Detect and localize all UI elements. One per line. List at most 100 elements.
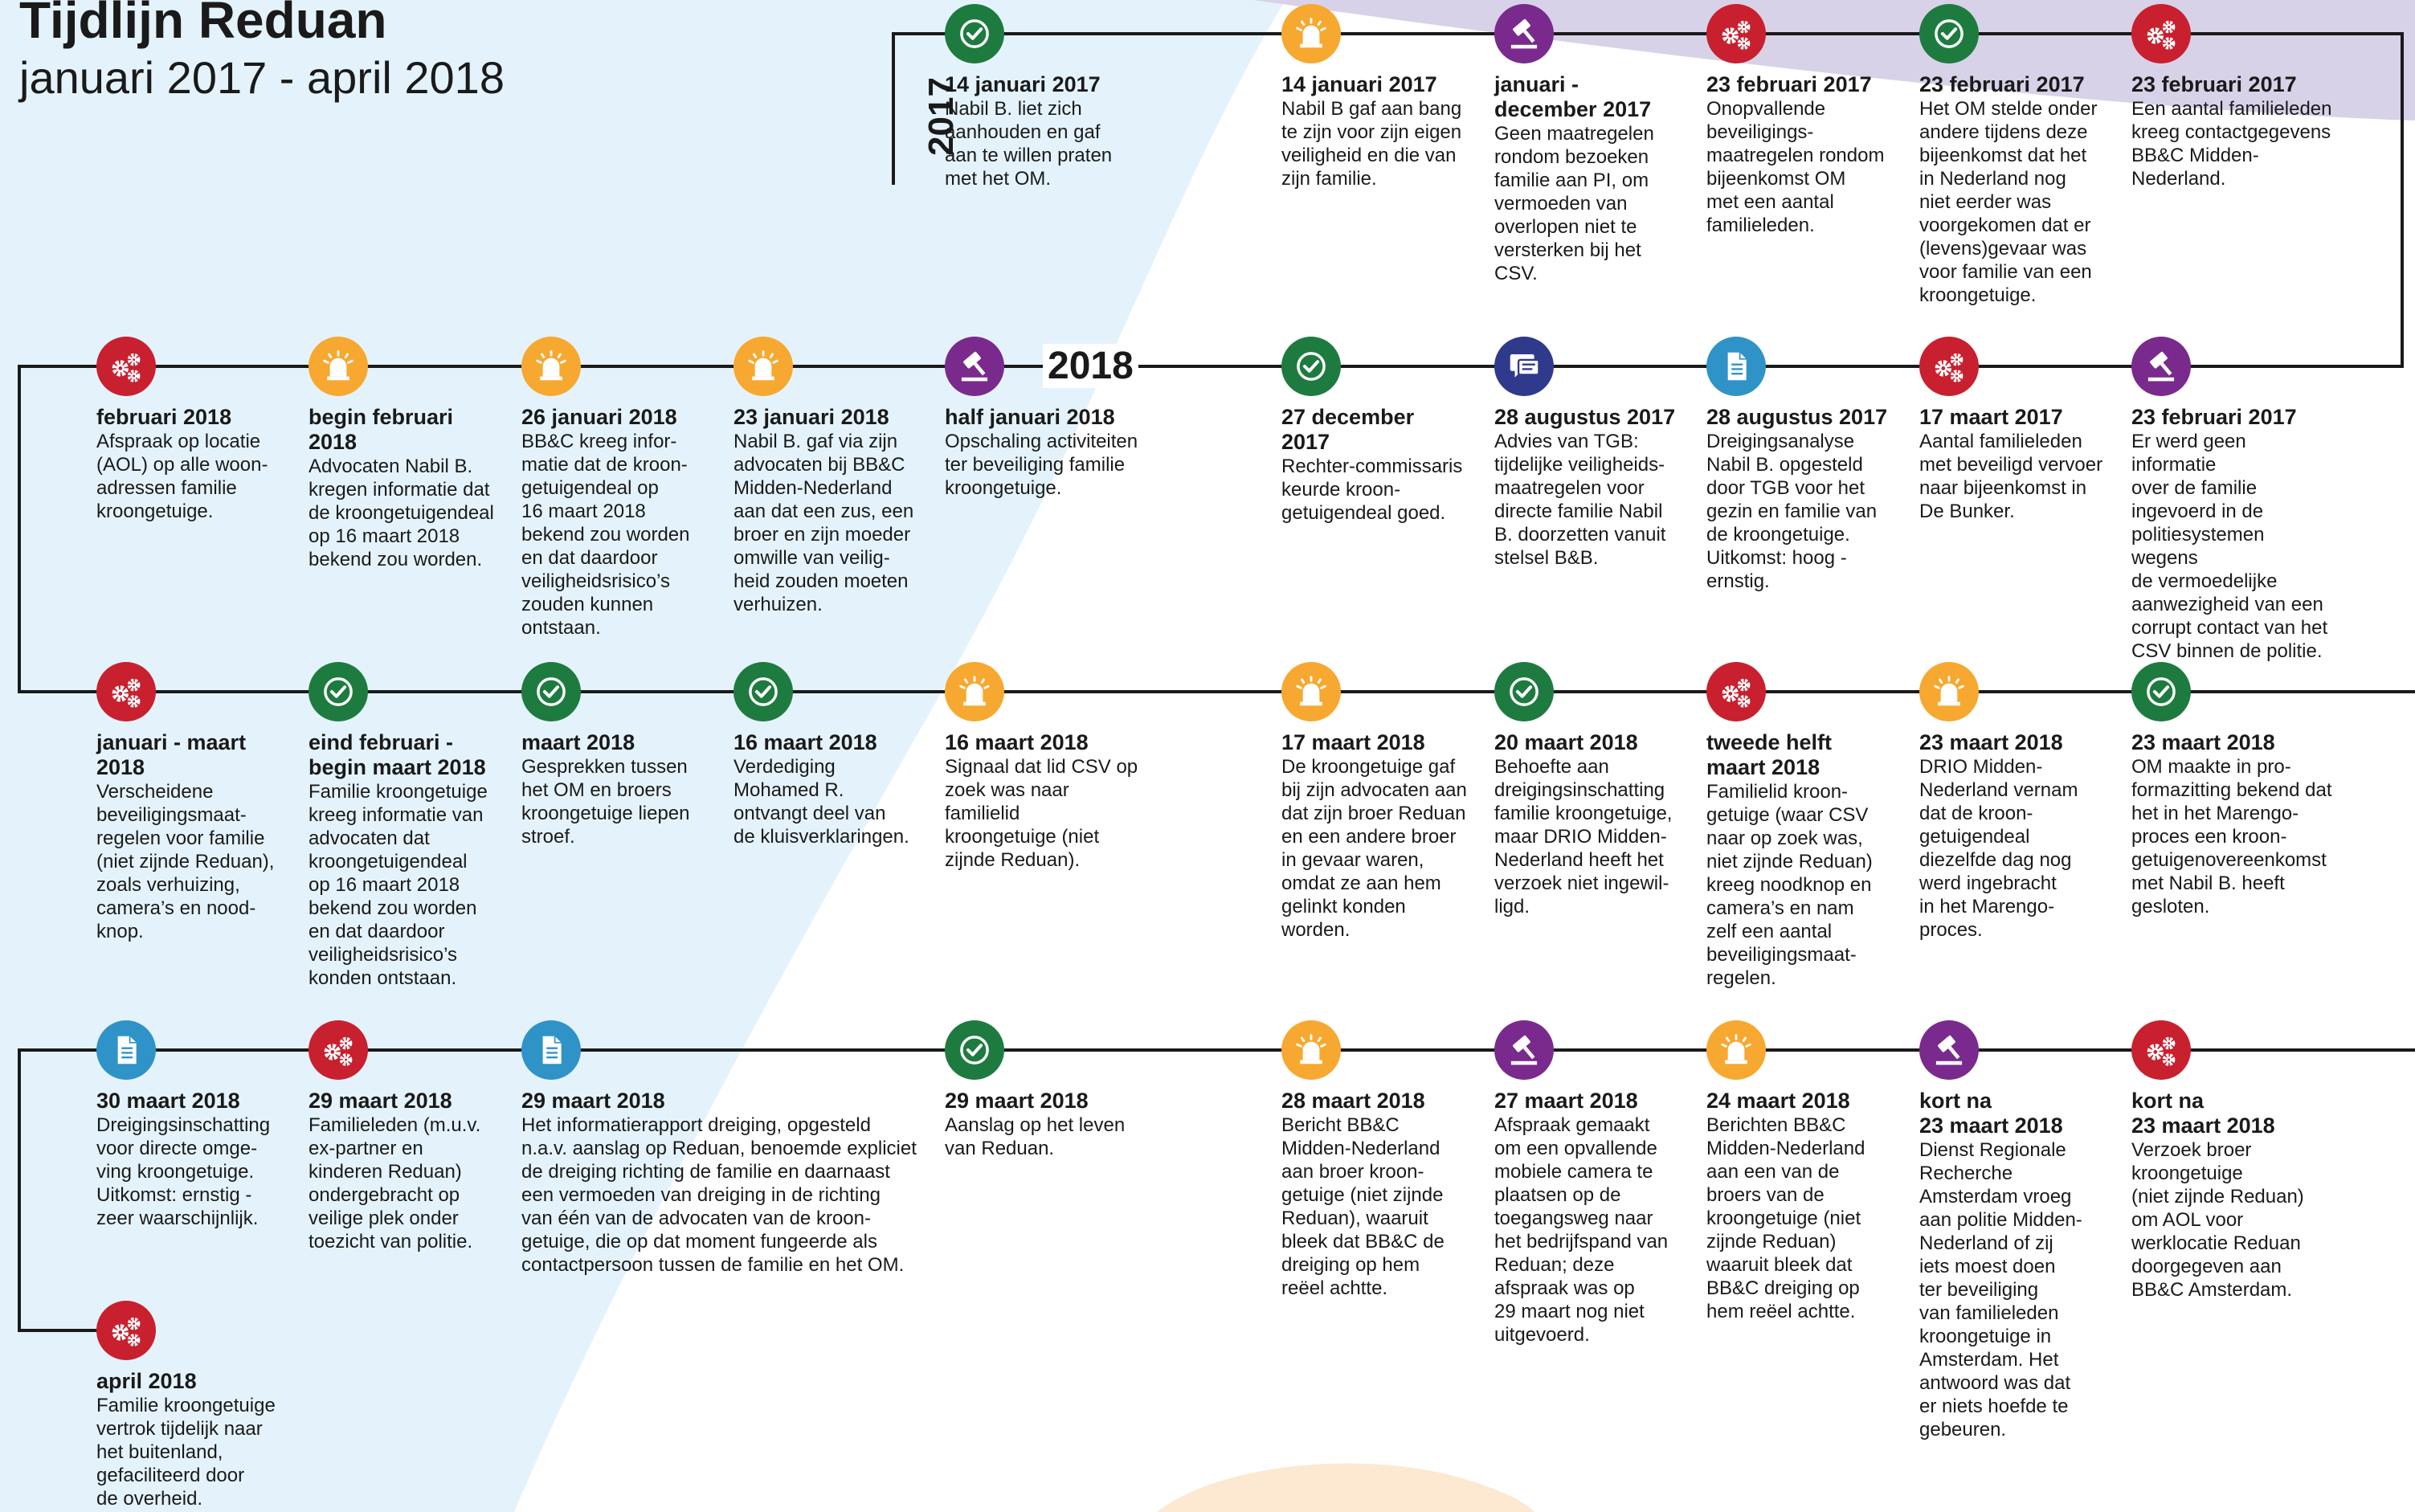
event-description: Nabil B. gaf via zijn advocaten bij BB&C… <box>733 431 914 615</box>
year-label-2018: 2018 <box>1043 344 1138 388</box>
event-date: april 2018 <box>96 1369 197 1393</box>
event-description: Aanslag op het leven van Reduan. <box>945 1114 1126 1159</box>
event-date: 27 december 2017 <box>1281 405 1415 454</box>
event-date: 24 maart 2018 <box>1706 1089 1850 1113</box>
event-date: eind februari - begin maart 2018 <box>309 730 486 779</box>
check-icon <box>1919 4 1979 63</box>
event-date: maart 2018 <box>521 730 635 754</box>
event-description: OM maakte in pro- formazitting bekend da… <box>2131 756 2332 917</box>
event-date: 30 maart 2018 <box>96 1089 240 1113</box>
event-description: Bericht BB&C Midden-Nederland aan broer … <box>1281 1114 1445 1299</box>
chat-icon <box>1494 337 1554 396</box>
event-date: 16 maart 2018 <box>945 730 1089 754</box>
alarm-icon <box>945 662 1004 721</box>
event-description: Geen maatregelen rondom bezoeken familie… <box>1494 123 1654 284</box>
document-icon <box>521 1020 581 1080</box>
check-icon <box>1494 662 1554 721</box>
event-date: 29 maart 2018 <box>521 1089 665 1113</box>
event-description: Verdediging Mohamed R. ontvangt deel van… <box>733 756 909 848</box>
event-description: Afspraak op locatie (AOL) op alle woon- … <box>96 431 268 522</box>
event-description: Opschaling activiteiten ter beveiliging … <box>945 431 1138 499</box>
event-date: januari - maart 2018 <box>96 730 247 779</box>
event-description: Afspraak gemaakt om een opvallende mobie… <box>1494 1114 1669 1346</box>
event-description: Advies van TGB: tijdelijke veiligheids- … <box>1494 431 1666 569</box>
alarm-icon <box>521 337 581 396</box>
gear-icon <box>96 337 156 396</box>
event-date: januari - december 2017 <box>1494 72 1652 121</box>
event-date: 16 maart 2018 <box>733 730 877 754</box>
event-date: tweede helft maart 2018 <box>1706 730 1833 779</box>
alarm-icon <box>1919 662 1979 721</box>
gear-icon <box>2131 1020 2191 1080</box>
gear-icon <box>1706 4 1766 63</box>
event-date: 23 maart 2018 <box>2131 730 2275 754</box>
event-description: Dreigingsinschatting voor directe omge- … <box>96 1114 271 1229</box>
event-date: 29 maart 2018 <box>945 1089 1089 1113</box>
event-description: De kroongetuige gaf bij zijn advocaten a… <box>1281 756 1467 941</box>
check-icon <box>733 662 793 721</box>
event-date: 17 maart 2018 <box>1281 730 1425 754</box>
event-description: Verscheidene beveiligingsmaat- regelen v… <box>96 781 275 942</box>
event-description: Er werd geen informatie over de familie … <box>2131 431 2328 662</box>
event-description: Onopvallende beveiligings- maatregelen r… <box>1706 98 1885 236</box>
alarm-icon <box>1281 1020 1341 1080</box>
event-date: 28 augustus 2017 <box>1706 405 1888 429</box>
event-date: 23 februari 2017 <box>1919 72 2085 96</box>
event-description: BB&C kreeg infor- matie dat de kroon- ge… <box>521 431 690 639</box>
event-description: Berichten BB&C Midden-Nederland aan een … <box>1706 1114 1865 1322</box>
event-description: Nabil B gaf aan bang te zijn voor zijn e… <box>1281 98 1462 190</box>
event-date: 27 maart 2018 <box>1494 1089 1638 1113</box>
gear-icon <box>1706 662 1766 721</box>
gear-icon <box>96 1301 156 1360</box>
gavel-icon <box>1494 4 1554 63</box>
event-date: 14 januari 2017 <box>945 72 1101 96</box>
event-description: Familieleden (m.u.v. ex-partner en kinde… <box>309 1114 481 1253</box>
event-date: 26 januari 2018 <box>521 405 677 429</box>
event-description: DRIO Midden- Nederland vernam dat de kro… <box>1919 756 2078 941</box>
event-date: 29 maart 2018 <box>309 1089 452 1113</box>
event-date: 14 januari 2017 <box>1281 72 1437 96</box>
event-description: Het informatierapport dreiging, opgestel… <box>521 1114 917 1276</box>
event-description: Dienst Regionale Recherche Amsterdam vro… <box>1919 1139 2082 1440</box>
event-date: half januari 2018 <box>945 405 1115 429</box>
check-icon <box>521 662 581 721</box>
alarm-icon <box>1706 1020 1766 1080</box>
gear-icon <box>96 662 156 721</box>
alarm-icon <box>1281 662 1341 721</box>
event-date: 23 februari 2017 <box>2131 72 2297 96</box>
alarm-icon <box>733 337 793 396</box>
gavel-icon <box>2131 337 2191 396</box>
gear-icon <box>309 1020 368 1080</box>
event-date: 23 februari 2017 <box>1706 72 1872 96</box>
gavel-icon <box>1494 1020 1554 1080</box>
event-date: begin februari 2018 <box>309 405 454 454</box>
event-description: Een aantal familieleden kreeg contactgeg… <box>2131 98 2332 190</box>
event-description: Advocaten Nabil B. kregen informatie dat… <box>309 456 494 570</box>
check-icon <box>945 4 1004 63</box>
event-description: Aantal familieleden met beveiligd vervoe… <box>1919 431 2103 522</box>
